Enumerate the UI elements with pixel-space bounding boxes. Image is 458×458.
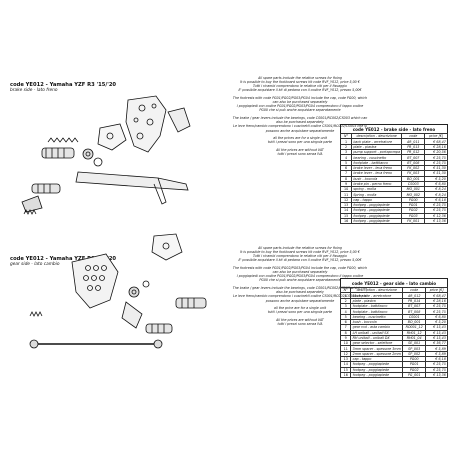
brake-bush	[93, 157, 103, 167]
row-price: € 13,36	[424, 217, 448, 225]
brake-table-caption: code YE012 - brake side - lato freno	[340, 124, 448, 134]
brake-section-subtitle: brake side - lato freno	[10, 88, 58, 93]
table-header-row: N° description - descrizione code price …	[339, 287, 448, 294]
row-number: 16	[339, 371, 352, 379]
gear-notes: All spare parts include the relative scr…	[232, 246, 368, 329]
brake-note-unit-price: all the prices are for a single unit tut…	[267, 136, 333, 145]
brake-bearing	[82, 148, 94, 160]
row-description: 2mm spacer - spessore 2mm	[350, 350, 403, 358]
col-description: description - descrizione	[351, 133, 403, 140]
gear-table-caption: code YE012 - gear side - lato cambio	[340, 278, 448, 288]
row-description: pump support - portapompa	[351, 149, 403, 156]
gear-plate	[151, 233, 183, 261]
brake-note-footrests: The footrests with code PG01/PG02/PG03/P…	[232, 96, 368, 113]
gear-section-title: code YE012 - Yamaha YZF R3 '15/'20	[10, 256, 117, 262]
gear-bearing	[128, 286, 140, 298]
gear-uniball-right	[153, 339, 163, 349]
gear-selector	[121, 301, 143, 329]
gear-note-screws: All spare parts include the relative scr…	[238, 246, 362, 263]
gear-side-exploded-diagram	[29, 233, 207, 349]
brake-side-exploded-diagram	[21, 95, 191, 215]
gear-back-plate	[71, 253, 119, 309]
gear-spacer	[142, 280, 150, 288]
brake-pump-support	[167, 107, 191, 133]
gear-section-subtitle: gear side - lato cambio	[10, 262, 60, 267]
brake-lower-footpeg	[31, 183, 61, 194]
row-code: PG_001	[401, 371, 427, 379]
brake-plate	[97, 123, 127, 151]
gear-note-footrests: The footrests with code PG01/PG02/PG03/P…	[232, 266, 368, 283]
brake-note-vat: All the prices are without VAT tutti i p…	[276, 147, 324, 156]
brake-back-plate	[125, 95, 167, 153]
gear-note-unit-price: all the price are for a single unit tutt…	[267, 306, 333, 315]
table-header-row: N° description - descrizione code price …	[339, 133, 448, 140]
brake-notes: All spare parts include the relative scr…	[232, 76, 368, 159]
row-number: 16	[339, 217, 353, 225]
brake-parts-table: code YE012 - brake side - lato freno N° …	[339, 124, 448, 225]
brake-lever-tip	[21, 195, 43, 213]
row-description: footpeg - poggiapiede	[350, 371, 403, 379]
brake-section-title: code YE012 - Yamaha YZF R3 '15/'20	[10, 82, 117, 88]
row-price: € 13,36	[425, 371, 448, 379]
row-description: footpeg - poggiapiede	[351, 217, 403, 225]
gear-lower-footpeg	[145, 323, 173, 334]
gear-footpeg	[175, 297, 207, 309]
col-description: description - descrizione	[350, 287, 403, 294]
row-code: FK_001	[401, 217, 426, 225]
brake-note-screws: All spare parts include the relative scr…	[238, 76, 362, 93]
row-code: RO001_12	[401, 324, 427, 331]
gear-parts-table: code YE012 - gear side - lato cambio N° …	[339, 278, 448, 379]
gear-note-vat: All the prices are without VAT tutti i p…	[276, 317, 324, 326]
brake-lever	[75, 171, 189, 191]
brake-spring	[47, 137, 79, 143]
brake-note-bearings: The brake / gear levers include the bear…	[232, 116, 368, 133]
gear-uniball-left	[29, 339, 39, 349]
row-description: 3mm spacer - spessore 3mm	[350, 345, 403, 352]
